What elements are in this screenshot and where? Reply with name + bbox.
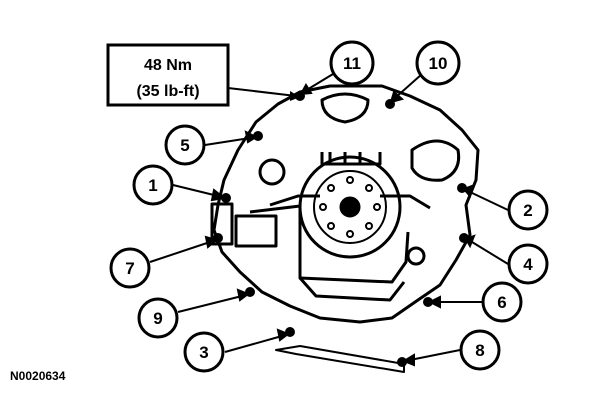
callout-7: 7 xyxy=(109,247,151,289)
callout-1: 1 xyxy=(132,164,174,206)
svg-text:6: 6 xyxy=(497,293,506,312)
callout-3: 3 xyxy=(183,331,225,373)
svg-text:7: 7 xyxy=(125,259,134,278)
svg-text:10: 10 xyxy=(429,54,448,73)
torque-metric: 48 Nm xyxy=(144,57,192,74)
callout-5: 5 xyxy=(164,124,206,166)
figure-id: N0020634 xyxy=(10,369,66,383)
callout-4: 4 xyxy=(507,243,549,285)
callout-2: 2 xyxy=(507,189,549,231)
torque-imperial: (35 lb-ft) xyxy=(136,83,199,100)
callout-11: 11 xyxy=(329,40,375,86)
callout-9: 9 xyxy=(137,297,179,339)
svg-text:8: 8 xyxy=(475,341,484,360)
callout-8: 8 xyxy=(459,329,501,371)
svg-text:3: 3 xyxy=(199,343,208,362)
bolt-heads xyxy=(213,91,469,367)
bell-housing-drawing xyxy=(210,84,480,373)
torque-spec-box: 48 Nm (35 lb-ft) xyxy=(106,43,300,107)
callout-6: 6 xyxy=(481,281,523,323)
svg-text:1: 1 xyxy=(148,176,157,195)
svg-text:9: 9 xyxy=(153,309,162,328)
svg-text:2: 2 xyxy=(523,201,532,220)
svg-text:5: 5 xyxy=(180,136,189,155)
svg-text:11: 11 xyxy=(343,54,361,73)
leader-lines xyxy=(149,73,509,367)
svg-text:4: 4 xyxy=(523,255,533,274)
callout-10: 10 xyxy=(415,40,461,86)
